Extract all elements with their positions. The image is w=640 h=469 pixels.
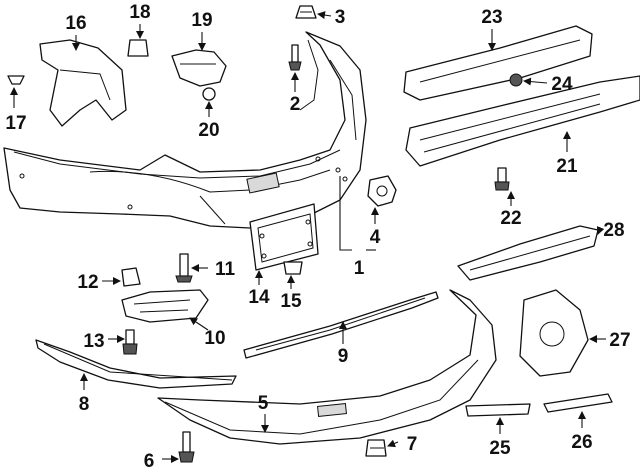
callout-26: 26 xyxy=(571,432,592,453)
guide-cover xyxy=(519,289,589,377)
callout-15: 15 xyxy=(280,291,302,312)
callout-16: 16 xyxy=(65,13,86,34)
callout-9: 9 xyxy=(338,346,349,367)
callout-19: 19 xyxy=(191,10,212,31)
reflector-right xyxy=(543,393,613,413)
callout-7: 7 xyxy=(407,434,418,455)
callout-20: 20 xyxy=(198,120,219,141)
upper-bracket xyxy=(171,49,227,87)
push-nut xyxy=(295,5,317,19)
left-molding xyxy=(35,339,237,389)
clip-12 xyxy=(121,267,141,287)
callout-11: 11 xyxy=(215,259,236,280)
side-bracket xyxy=(121,289,209,323)
callout-18: 18 xyxy=(129,2,150,23)
callout-2: 2 xyxy=(290,94,301,115)
callout-24: 24 xyxy=(551,74,573,95)
callout-5: 5 xyxy=(258,393,269,414)
callout-17: 17 xyxy=(5,113,26,134)
nut-24 xyxy=(509,73,523,87)
license-plate-bracket xyxy=(249,203,319,271)
callout-12: 12 xyxy=(77,272,98,293)
nut-15 xyxy=(283,261,303,275)
callout-13: 13 xyxy=(83,331,104,352)
nut-20 xyxy=(202,87,216,101)
callout-10: 10 xyxy=(204,328,225,349)
callout-23: 23 xyxy=(481,7,502,28)
callout-3: 3 xyxy=(335,7,346,28)
energy-absorber-lower xyxy=(457,225,599,281)
energy-absorber-upper xyxy=(403,25,593,101)
stud-11 xyxy=(175,253,193,283)
callout-1: 1 xyxy=(354,258,365,279)
bolt xyxy=(288,44,302,71)
clip-18 xyxy=(127,39,149,57)
lower-valance xyxy=(157,289,497,445)
bolt-6 xyxy=(178,431,195,463)
clip-7 xyxy=(365,439,387,457)
callout-labels: 1 2 3 4 5 6 7 8 9 10 11 12 13 14 15 16 1… xyxy=(5,2,630,469)
callout-14: 14 xyxy=(248,287,270,308)
push-pin-17 xyxy=(7,75,25,85)
callout-22: 22 xyxy=(500,208,521,229)
left-mount-bracket xyxy=(39,39,127,127)
impact-bar xyxy=(405,75,640,167)
bolt-22 xyxy=(494,167,510,191)
bumper-cover xyxy=(3,31,367,229)
callout-28: 28 xyxy=(603,220,624,241)
sensor-bracket xyxy=(367,175,397,207)
callout-21: 21 xyxy=(556,156,578,177)
leader-lines xyxy=(10,11,606,463)
callout-25: 25 xyxy=(489,438,511,459)
screw-13 xyxy=(122,329,138,355)
callout-8: 8 xyxy=(79,394,90,415)
callout-6: 6 xyxy=(144,451,155,469)
callout-27: 27 xyxy=(609,330,630,351)
reflector-left xyxy=(465,403,531,417)
callout-4: 4 xyxy=(370,227,381,248)
